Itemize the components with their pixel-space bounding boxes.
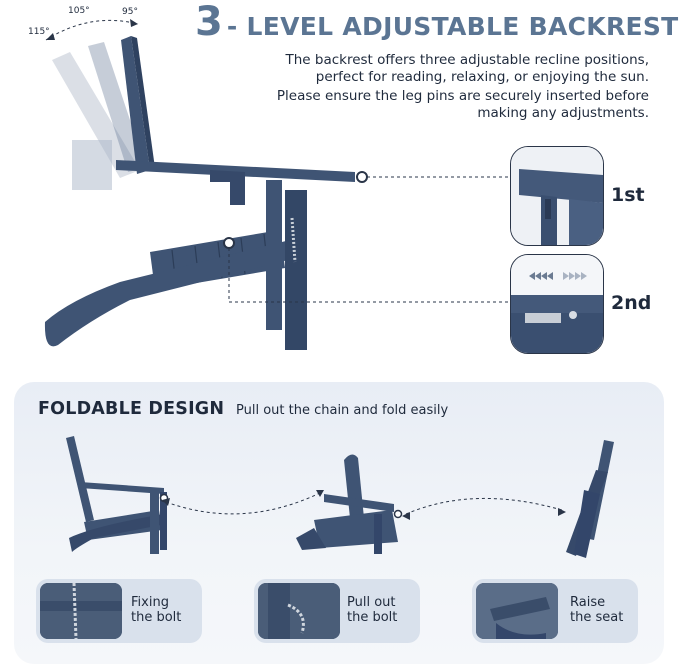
callout-dot-1 xyxy=(356,171,368,183)
step-3-label: Raise the seat xyxy=(570,595,624,625)
chevrons-left-icon xyxy=(529,272,553,280)
angle-label-105: 105° xyxy=(68,6,90,16)
step-2-label-line2: the bolt xyxy=(347,609,398,625)
fold-arrow-2 xyxy=(405,497,563,515)
callout-dot-2 xyxy=(223,237,235,249)
step-3-label-line1: Raise xyxy=(570,595,606,610)
chair-half-folded xyxy=(296,454,398,554)
arc-arrow-right-icon xyxy=(130,19,138,27)
step-2-label: Pull out the bolt xyxy=(347,595,398,625)
foldable-subtitle: Pull out the chain and fold easily xyxy=(236,403,449,418)
ghost-backrest-105 xyxy=(88,42,146,172)
front-leg xyxy=(266,180,282,330)
zoom-position-2nd xyxy=(510,254,604,354)
base-rail xyxy=(44,240,296,347)
step-1-label: Fixing the bolt xyxy=(131,595,182,625)
recline-arc xyxy=(45,19,139,41)
chair-side-illustration xyxy=(44,19,510,350)
description-recline: The backrest offers three adjustable rec… xyxy=(285,52,649,85)
chain xyxy=(290,217,297,263)
step-3-label-line2: the seat xyxy=(570,609,624,625)
step-3-photo xyxy=(476,583,558,639)
armrest xyxy=(116,160,355,182)
step-2-label-line1: Pull out xyxy=(347,595,396,610)
angle-label-115: 115° xyxy=(28,27,50,37)
position-label-1st: 1st xyxy=(611,184,645,206)
zoom-1st-illustration xyxy=(511,147,603,245)
armrest-bracket xyxy=(210,170,245,205)
chair-folded xyxy=(566,440,614,558)
chevrons-right-icon xyxy=(563,272,587,280)
main-backrest xyxy=(121,36,155,174)
front-leg-outer xyxy=(285,190,307,350)
title-number: 3 xyxy=(195,0,223,45)
step-card-3: Raise the seat xyxy=(472,579,638,643)
step-1-photo xyxy=(40,583,122,639)
step-1-label-line1: Fixing xyxy=(131,595,169,610)
step-card-2: Pull out the bolt xyxy=(254,579,420,643)
angle-label-95: 95° xyxy=(122,7,138,17)
foldable-title: FOLDABLE DESIGN xyxy=(38,399,225,419)
ghost-backrest-115 xyxy=(52,52,140,178)
step-1-label-line2: the bolt xyxy=(131,609,182,625)
step-2-photo xyxy=(258,583,340,639)
step-card-1: Fixing the bolt xyxy=(36,579,202,643)
position-label-2nd: 2nd xyxy=(611,292,652,314)
description-warning: Please ensure the leg pins are securely … xyxy=(276,88,649,121)
fold-arrow-1 xyxy=(165,491,323,515)
zoom-2nd-illustration xyxy=(511,255,603,353)
arc-arrow-left-icon xyxy=(46,33,55,40)
folding-sequence-illustration xyxy=(66,436,614,558)
chair-open xyxy=(66,436,167,554)
zoom-position-1st xyxy=(510,146,604,246)
title-text: - LEVEL ADJUSTABLE BACKREST xyxy=(226,12,679,41)
ghost-slats xyxy=(72,140,112,190)
page-title: 3 - LEVEL ADJUSTABLE BACKREST xyxy=(195,2,679,42)
